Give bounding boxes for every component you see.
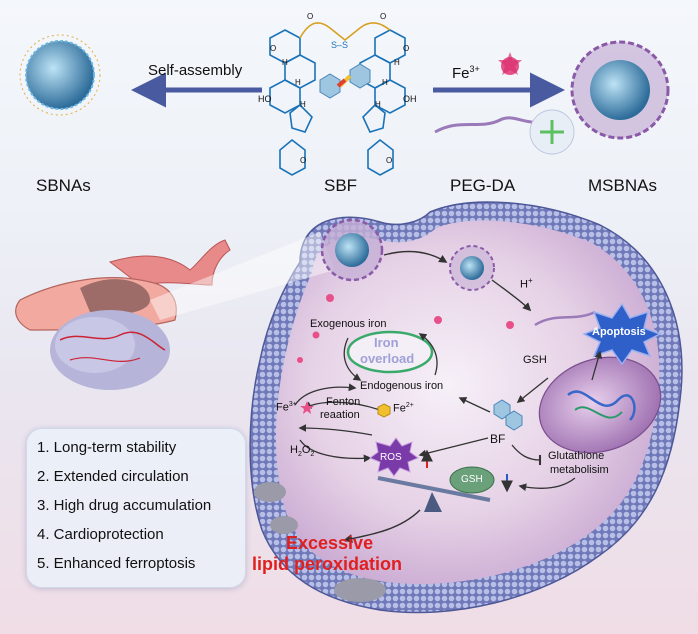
gsh-top-label: GSH — [523, 354, 547, 366]
h2o2-h: H — [290, 444, 298, 456]
internalized-nanoparticle — [449, 245, 495, 291]
fe2-label: Fe2+ — [393, 402, 414, 415]
fenton-label-1: Fenton — [326, 396, 361, 408]
apoptosis-burst — [582, 302, 662, 366]
h-mark-4: H — [382, 78, 388, 87]
h-mark-6: H — [375, 100, 381, 109]
h2o2-sub1: 2 — [297, 451, 302, 459]
balance-scale-icon — [377, 476, 491, 512]
arrow-uptake — [383, 250, 448, 263]
fe3-top-label: Fe3+ — [452, 64, 480, 82]
h-mark-5: H — [394, 58, 400, 67]
sbf-label: SBF — [324, 176, 358, 195]
iron-overload-label-2: overload — [360, 351, 415, 366]
linker-icon — [319, 63, 371, 99]
gsh-bottom-label: GSH — [461, 474, 483, 485]
h2o2-o: O — [301, 444, 311, 456]
fenton-label-2: reaation — [320, 409, 360, 421]
arrow-release — [491, 279, 532, 312]
tissue-cluster — [50, 310, 170, 390]
o-mark-1: O — [270, 44, 277, 53]
scattered-fe-stars — [297, 294, 514, 363]
iron-overload-ellipse — [346, 330, 434, 374]
o-mark-6: O — [386, 156, 393, 165]
released-peg — [534, 310, 596, 327]
self-assembly-label: Self-assembly — [148, 62, 243, 79]
msbnas-label: MSBNAs — [588, 176, 657, 195]
zoom-beam — [150, 232, 335, 320]
h-plus-label: H+ — [520, 276, 533, 291]
msbnas-particle — [570, 40, 670, 140]
arrow-to-apoptosis — [591, 350, 603, 381]
fe3-top-sup: 3+ — [469, 64, 480, 74]
h-mark-2: H — [282, 58, 288, 67]
excessive-label-1: Excessive — [286, 533, 374, 553]
endogenous-iron-label: Endogenous iron — [360, 380, 444, 392]
sbnas-label: SBNAs — [36, 176, 91, 195]
feature-item-1: 1. Long-term stability — [37, 439, 177, 456]
o-mark-5: O — [300, 156, 307, 165]
glutathione-label-1: Glutathione — [548, 450, 605, 462]
arrow-gsh-to-bf — [516, 377, 549, 403]
exogenous-iron-label: Exogenous iron — [310, 318, 387, 330]
arrow-bf-to-endo — [458, 397, 491, 413]
fe2-cube-icon — [377, 403, 391, 418]
o-mark-3: O — [380, 12, 387, 21]
ho-left-label: HO — [258, 94, 272, 104]
ros-burst — [368, 437, 420, 477]
surface-nanoparticle — [320, 218, 384, 282]
arrow-exo-to-endo — [343, 337, 362, 381]
fe3-cell-label: Fe3+ — [276, 401, 297, 414]
ros-label: ROS — [380, 452, 402, 463]
gsh-blob — [449, 466, 495, 494]
h-mark-3: H — [300, 100, 306, 109]
arrow-fe3-to-endo — [294, 383, 357, 406]
sbnas-particle — [19, 34, 101, 116]
h-mark-1: H — [295, 78, 301, 87]
arrow-endo-to-exo — [418, 333, 438, 376]
iron-overload-label-1: Iron — [374, 335, 399, 350]
arrow-glut-to-gsh — [518, 477, 576, 492]
fe3-cell-sup: 3+ — [288, 401, 297, 408]
fe3-cell-star-icon — [300, 401, 314, 414]
fe3-top-text: Fe — [452, 65, 470, 82]
arrow-ros-to-h2o2 — [298, 424, 373, 436]
feature-item-4: 4. Cardioprotection — [37, 526, 164, 543]
pegda-label: PEG-DA — [450, 176, 516, 195]
ho-right-label: OH — [403, 94, 417, 104]
apoptosis-label: Apoptosis — [592, 326, 646, 338]
o-mark-4: O — [403, 44, 410, 53]
o-mark-2: O — [307, 12, 314, 21]
h-plus-text: H — [520, 278, 528, 291]
excessive-label-2: lipid peroxidation — [252, 554, 403, 574]
inhibit-glutathione — [511, 444, 542, 466]
bf-icon — [493, 399, 523, 431]
fe3-cell-text: Fe — [276, 401, 289, 414]
sbf-molecule — [269, 22, 406, 176]
feature-item-5: 5. Enhanced ferroptosis — [37, 555, 196, 572]
bf-label: BF — [490, 432, 506, 446]
fe3-star-icon — [498, 52, 522, 75]
fe2-text: Fe — [393, 402, 406, 415]
arrow-h2o2-to-ros — [299, 439, 372, 463]
fe2-sup: 2+ — [405, 402, 414, 409]
glutathione-label-2: metabolisim — [550, 464, 609, 476]
h2o2-label: H2O2 — [290, 444, 314, 458]
features-box: 1. Long-term stability 2. Extended circu… — [26, 428, 246, 588]
feature-item-3: 3. High drug accumulation — [37, 497, 212, 514]
ss-label: S–S — [331, 40, 349, 50]
arrow-to-peroxidation — [343, 509, 421, 544]
dna-strand — [567, 390, 636, 421]
h-plus-sup: + — [527, 276, 533, 285]
feature-item-2: 2. Extended circulation — [37, 468, 189, 485]
blood-vessel — [108, 239, 231, 286]
lipid-debris — [254, 482, 386, 602]
h2o2-sub2: 2 — [310, 451, 315, 459]
